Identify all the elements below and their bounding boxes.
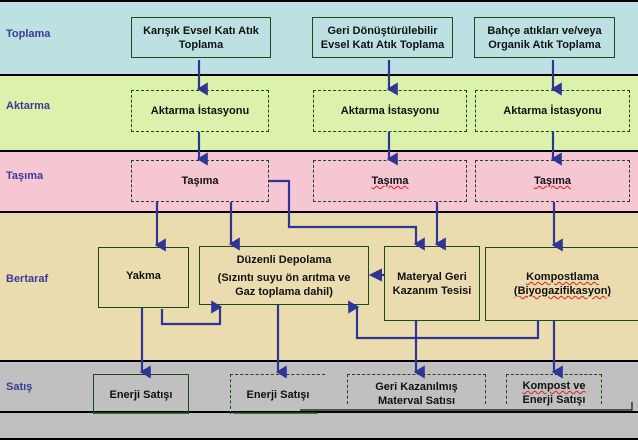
lane-label-tasima: Taşıma: [6, 170, 44, 182]
composting-line1: Kompostlama: [526, 271, 599, 283]
recovered-material-line1: Geri Kazanılmış: [375, 381, 458, 393]
transfer-station-box-1[interactable]: Aktarma İstasyonu: [131, 90, 269, 132]
lane-toplama: Toplama: [0, 0, 638, 76]
compost-energy-sales-box[interactable]: Kompost ve Enerji Satışı: [506, 374, 602, 406]
compost-word: Kompost ve: [522, 380, 586, 392]
transfer-station-box-3[interactable]: Aktarma İstasyonu: [475, 90, 630, 132]
recyclable-line1: Geri Dönüştürülebilir: [327, 24, 438, 37]
transfer-station-label-2: Aktarma İstasyonu: [340, 105, 440, 117]
organic-line1: Bahçe atıkları ve/veya: [487, 24, 602, 37]
lane-label-bertaraf: Bertaraf: [6, 273, 49, 285]
landfill-subtitle-line2: Gaz toplama dahil): [235, 285, 333, 298]
lane-label-toplama: Toplama: [6, 28, 51, 40]
landfill-subtitle-line1: (Sızıntı suyu ön arıtma ve: [217, 271, 351, 284]
landfill-title: Düzenli Depolama: [236, 253, 332, 266]
mixed-waste-line1: Karışık Evsel Katı Atık: [143, 24, 259, 37]
energy-sales-box-1[interactable]: Enerji Satışı: [93, 374, 189, 414]
transfer-station-box-2[interactable]: Aktarma İstasyonu: [313, 90, 467, 132]
incineration-box[interactable]: Yakma: [98, 247, 189, 308]
transport-box-2[interactable]: Taşıma: [313, 160, 467, 202]
energy-sales-label-2: Enerji Satışı: [246, 389, 310, 401]
organic-line2: Organik Atık Toplama: [488, 38, 601, 51]
recovered-material-line2: Materyal Satışı: [377, 395, 456, 404]
energy-sales-label-1: Enerji Satışı: [109, 389, 173, 401]
mixed-waste-line2: Toplama: [178, 38, 224, 51]
incineration-label: Yakma: [126, 269, 161, 282]
composting-box[interactable]: Kompostlama (Biyogazifikasyon): [485, 247, 638, 321]
composting-line2: (Biyogazifikasyon): [513, 285, 612, 297]
transfer-station-label-1: Aktarma İstasyonu: [150, 105, 250, 117]
energy-sales-box-2[interactable]: Enerji Satışı: [230, 374, 325, 414]
lane-label-aktarma: Aktarma: [6, 100, 51, 112]
transport-label-3: Taşıma: [533, 175, 572, 187]
compost-energy-line1: Kompost ve: [523, 379, 586, 393]
transport-box-1[interactable]: Taşıma: [131, 160, 269, 202]
transport-label-1: Taşıma: [181, 175, 219, 187]
lane-aktarma: Aktarma: [0, 74, 638, 152]
transport-box-3[interactable]: Taşıma: [475, 160, 630, 202]
landfill-box[interactable]: Düzenli Depolama (Sızıntı suyu ön arıtma…: [199, 246, 369, 305]
transfer-station-label-3: Aktarma İstasyonu: [503, 105, 602, 117]
compost-energy-line2: Enerji Satışı: [522, 394, 586, 406]
lane-label-satis: Satış: [6, 381, 33, 393]
transport-label-2: Taşıma: [371, 175, 409, 187]
recyclable-line2: Evsel Katı Atık Toplama: [320, 38, 445, 51]
mrf-line2: Kazanım Tesisi: [392, 284, 472, 297]
lane-bottom-divider: [0, 411, 638, 440]
mrf-line1: Materyal Geri: [397, 270, 467, 283]
